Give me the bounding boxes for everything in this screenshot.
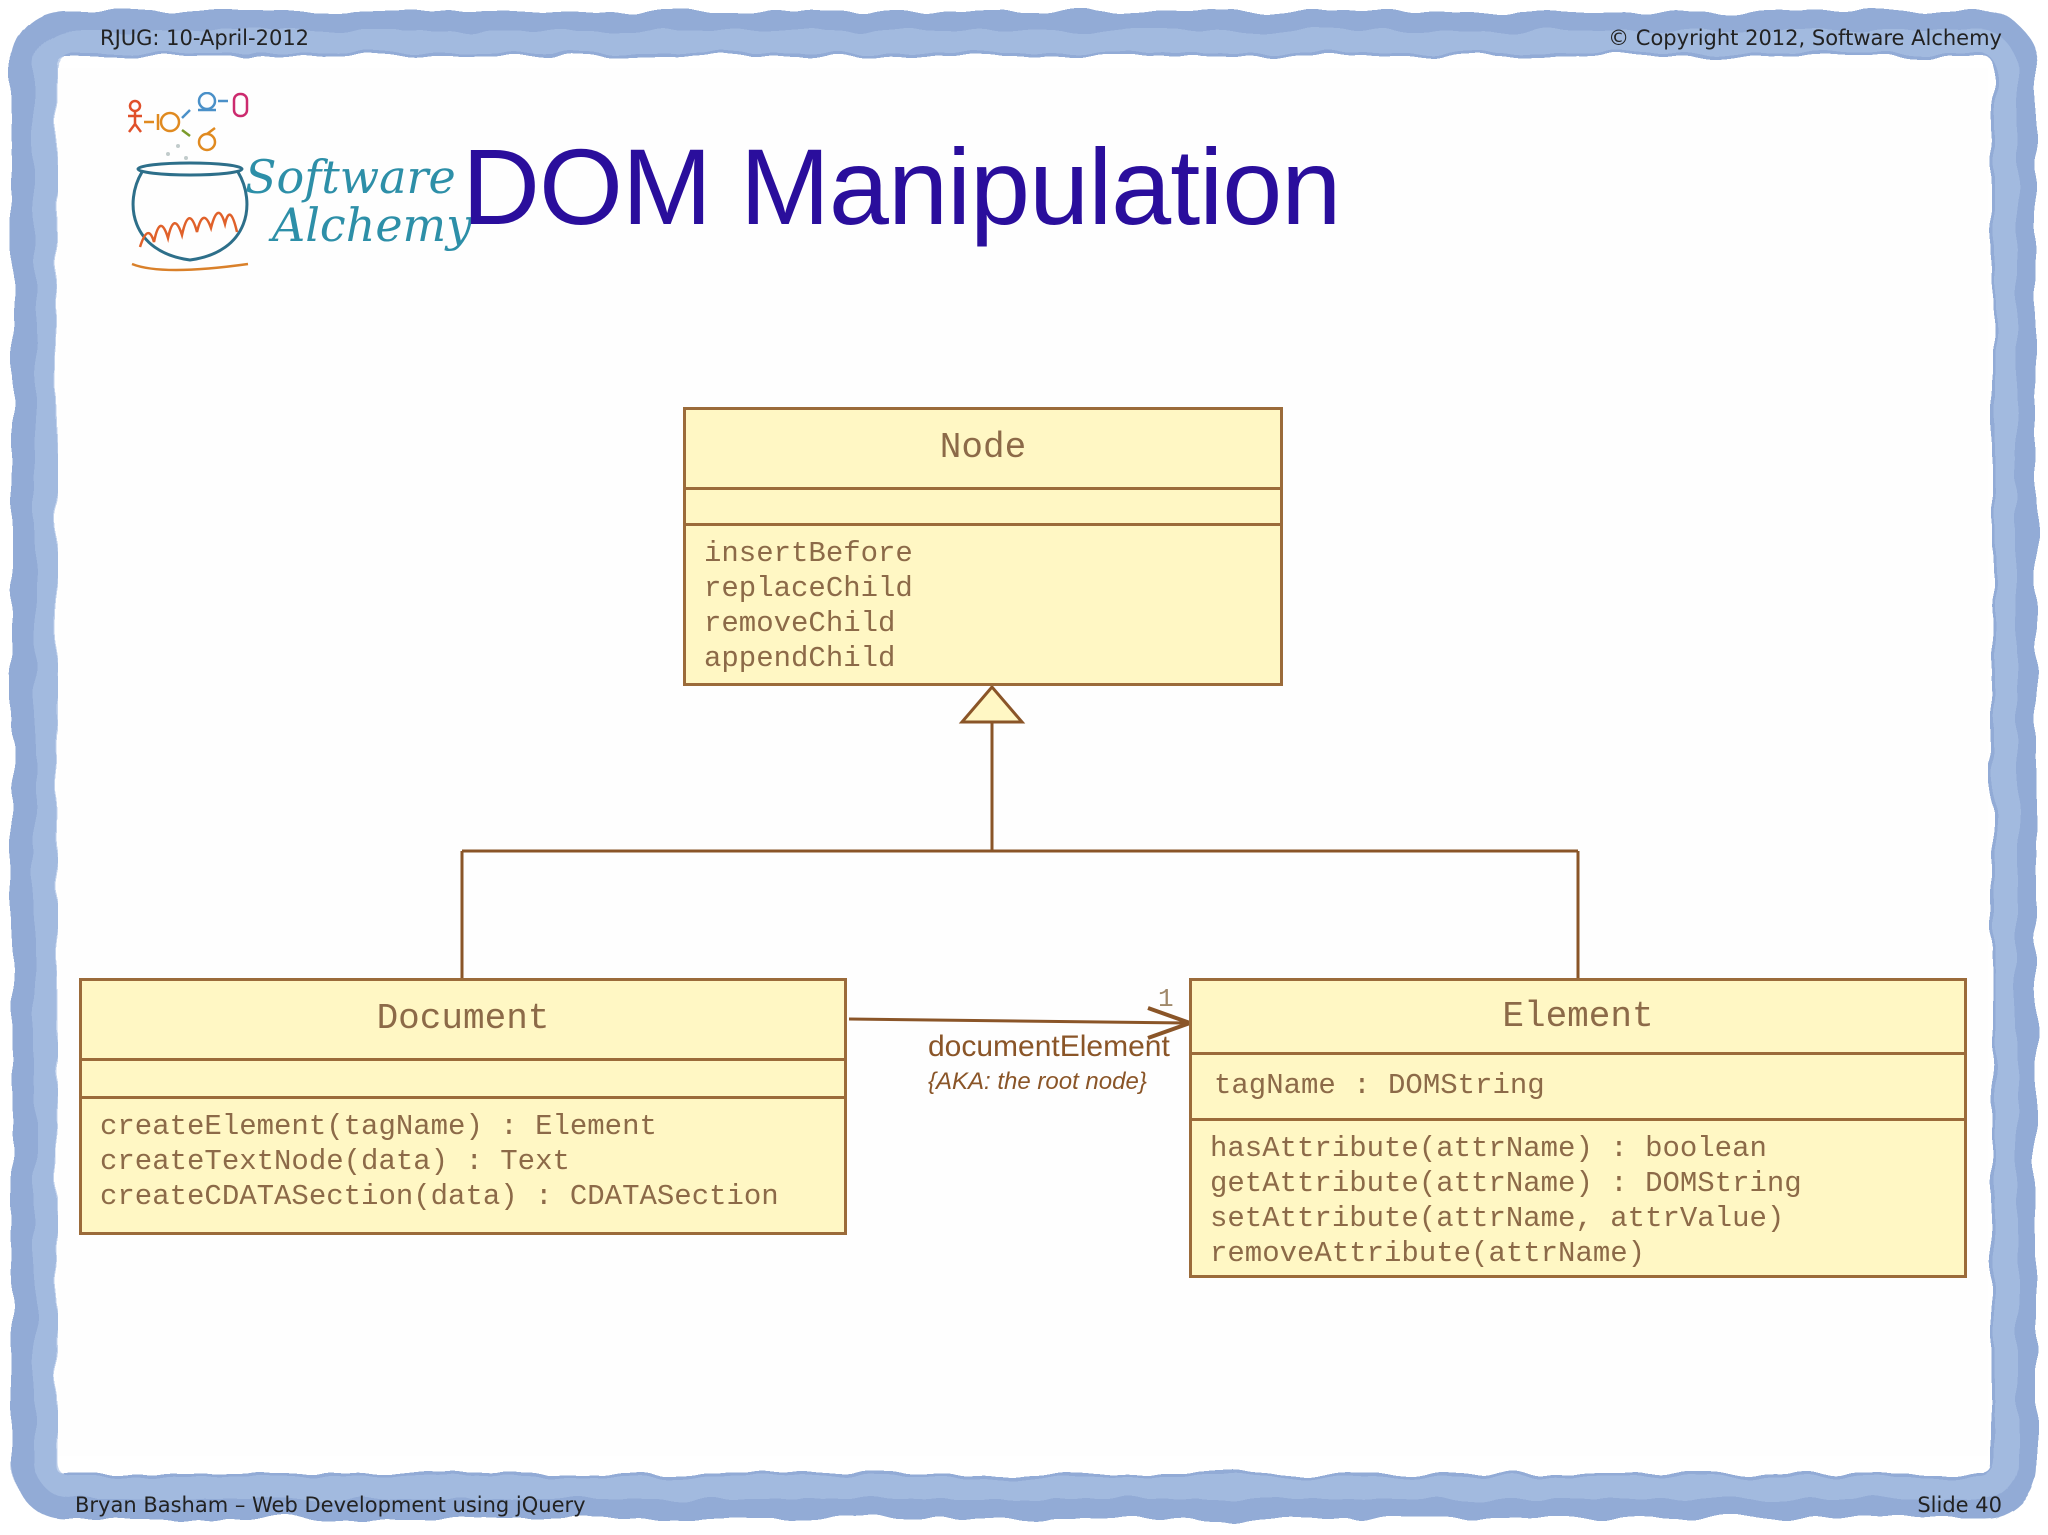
class-attributes bbox=[686, 490, 1280, 526]
class-name: Document bbox=[82, 981, 844, 1061]
slide-title: DOM Manipulation bbox=[462, 126, 1341, 247]
association-line bbox=[848, 1017, 1189, 1025]
logo-wordmark-alchemy: Alchemy bbox=[272, 198, 473, 252]
footer-presenter: Bryan Basham – Web Development using jQu… bbox=[75, 1493, 586, 1517]
operation: removeAttribute(attrName) bbox=[1210, 1237, 1646, 1270]
class-attributes: tagName : DOMString bbox=[1192, 1055, 1964, 1121]
header-copyright: © Copyright 2012, Software Alchemy bbox=[1608, 26, 2002, 50]
operation: setAttribute(attrName, attrValue) bbox=[1210, 1202, 1785, 1235]
association-multiplicity: 1 bbox=[1158, 984, 1174, 1014]
software-alchemy-logo bbox=[128, 92, 249, 272]
operation: insertBefore bbox=[704, 537, 913, 570]
operation: getAttribute(attrName) : DOMString bbox=[1210, 1167, 1802, 1200]
logo-wordmark-software: Software bbox=[245, 150, 456, 204]
generalization-triangle bbox=[958, 684, 1026, 724]
operation: appendChild bbox=[704, 642, 896, 675]
header-event-date: RJUG: 10-April-2012 bbox=[100, 26, 310, 50]
uml-class-document: Document createElement(tagName) : Elemen… bbox=[79, 978, 847, 1235]
class-attributes bbox=[82, 1061, 844, 1099]
class-name: Element bbox=[1192, 981, 1964, 1055]
association-note: {AKA: the root node} bbox=[928, 1068, 1147, 1095]
operation: removeChild bbox=[704, 607, 896, 640]
operation: createCDATASection(data) : CDATASection bbox=[100, 1180, 779, 1213]
operation: createElement(tagName) : Element bbox=[100, 1110, 657, 1143]
attribute: tagName : DOMString bbox=[1214, 1069, 1545, 1102]
uml-class-element: Element tagName : DOMString hasAttribute… bbox=[1189, 978, 1967, 1278]
operation: createTextNode(data) : Text bbox=[100, 1145, 570, 1178]
operation: replaceChild bbox=[704, 572, 913, 605]
operation: hasAttribute(attrName) : boolean bbox=[1210, 1132, 1767, 1165]
footer-slide-number: Slide 40 bbox=[1917, 1493, 2002, 1517]
association-role-label: documentElement bbox=[928, 1030, 1170, 1063]
class-name: Node bbox=[686, 410, 1280, 490]
